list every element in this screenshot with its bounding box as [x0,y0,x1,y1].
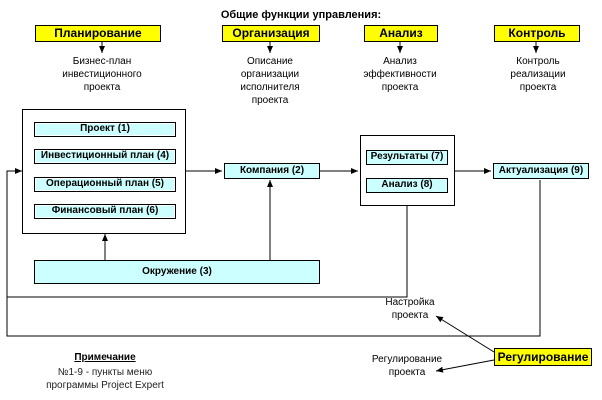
plan-item-financial: Финансовый план (6) [34,204,176,219]
desc-planning-line: инвестиционного [62,69,142,80]
plan-item-project: Проект (1) [34,122,176,137]
setup-label-line: проекта [391,310,429,321]
feedback-actualization-loop [6,180,541,337]
desc-control-line: Контроль [516,56,560,67]
control-label-line: Регулирование [371,354,443,365]
plan-item-investment: Инвестиционный план (4) [34,149,176,164]
note-line: №1-9 - пункты меню [57,367,153,378]
analysis-item: Анализ (8) [366,178,448,193]
function-planning: Планирование [35,25,161,42]
arrow-regulation-setup [435,315,495,353]
desc-analysis-line: Анализ [383,56,417,67]
desc-analysis-line: эффективности [363,69,437,80]
actualization-box: Актуализация (9) [493,163,589,179]
setup-label-line: Настройка [385,297,435,308]
results-item: Результаты (7) [366,150,448,165]
function-regulation: Регулирование [494,348,592,366]
environment-box: Окружение (3) [34,260,320,284]
function-control: Контроль [494,25,580,42]
desc-organization-line: Описание [246,56,293,67]
desc-planning-line: проекта [83,82,121,93]
desc-planning-line: Бизнес-план [72,56,132,67]
desc-analysis-line: проекта [381,82,419,93]
desc-control-line: реализации [510,69,566,80]
desc-analysis: Анализ эффективности проекта [346,55,454,94]
control-label: Регулирование проекта [356,353,458,379]
plan-item-operational: Операционный план (5) [34,177,176,192]
desc-planning: Бизнес-план инвестиционного проекта [40,55,164,94]
note-line: программы Project Expert [46,380,164,391]
diagram-title: Общие функции управления: [220,9,382,21]
control-label-line: проекта [388,367,426,378]
function-analysis: Анализ [364,25,438,42]
desc-organization-line: проекта [251,95,289,106]
company-box: Компания (2) [224,163,320,179]
function-organization: Организация [222,25,320,42]
note-title: Примечание [74,352,136,363]
desc-organization-line: исполнителя [240,82,300,93]
note-text: №1-9 - пункты меню программы Project Exp… [30,366,180,392]
results-frame [360,135,455,206]
desc-organization: Описание организации исполнителя проекта [212,55,328,107]
setup-label: Настройка проекта [368,296,452,322]
desc-control: Контроль реализации проекта [488,55,588,94]
desc-control-line: проекта [519,82,557,93]
arrow-regulation-control [435,359,495,373]
desc-organization-line: организации [240,69,300,80]
